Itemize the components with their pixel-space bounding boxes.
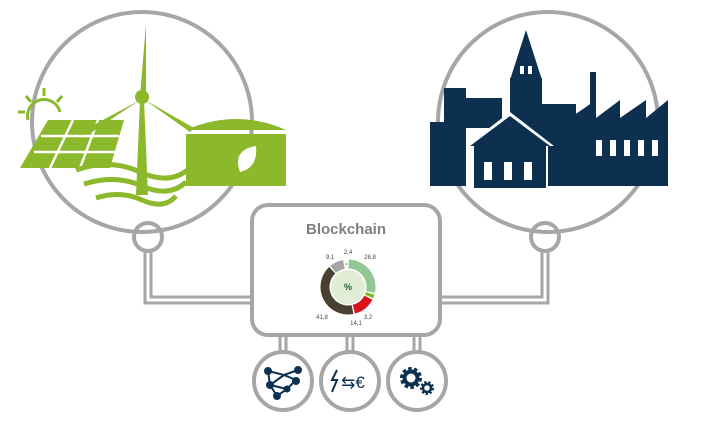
leaf-icon: [238, 146, 257, 172]
donut-segment: [364, 292, 375, 299]
donut-label: 28,8: [364, 255, 376, 261]
donut-segment: [320, 267, 354, 315]
donut-label: 14,1: [350, 321, 362, 327]
bottom-node-exchange[interactable]: ⇆€: [319, 350, 381, 412]
biogas-plant-icon: [186, 119, 286, 186]
donut-label: 3,2: [364, 315, 373, 321]
donut-label: 41,8: [316, 315, 328, 321]
bottom-node-network[interactable]: [252, 350, 314, 412]
svg-text:⇆€: ⇆€: [341, 373, 365, 392]
donut-label: 2,4: [344, 250, 353, 256]
connection-pipes: [143, 250, 550, 352]
waves-icon: [75, 161, 192, 207]
blockchain-title: Blockchain: [306, 221, 386, 238]
blockchain-donut-chart: 28,8 3,214,1 41,8 9,1 2,4: [316, 250, 376, 327]
donut-segment: [352, 295, 373, 314]
wind-turbine-icon: [88, 24, 194, 195]
consumer-connector: [529, 221, 561, 253]
network-icon: [264, 366, 302, 400]
energy-money-exchange-icon: ⇆€: [330, 369, 365, 393]
gears-icon: [400, 367, 434, 395]
city-icon: [430, 30, 668, 190]
generation-connector: [132, 221, 164, 253]
blockchain-box[interactable]: [250, 203, 442, 337]
donut-segment: [330, 259, 345, 273]
bottom-node-settings[interactable]: [386, 350, 448, 412]
donut-segment: [348, 259, 376, 293]
donut-center: [331, 270, 365, 304]
donut-center-label: %: [344, 282, 352, 292]
sun-icon: [18, 88, 64, 121]
solar-panel-icon: [20, 119, 124, 169]
donut-label: 9,1: [326, 255, 335, 261]
